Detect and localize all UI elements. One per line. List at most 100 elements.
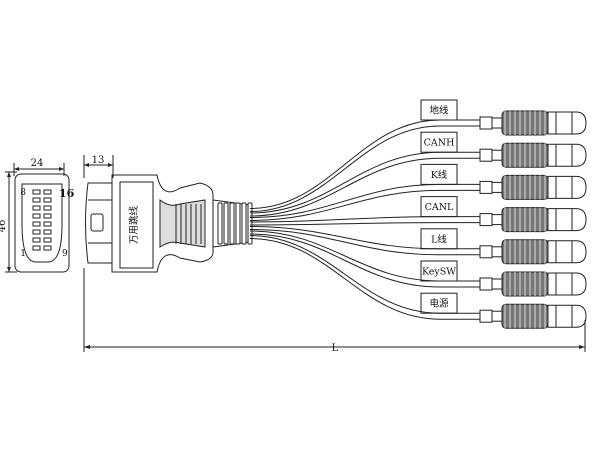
height-dim-label: 46 bbox=[0, 220, 8, 233]
body-grip bbox=[159, 198, 206, 248]
plug-collar bbox=[479, 213, 493, 227]
obd-front-view: 24 46 8 16 1 9 bbox=[0, 158, 75, 273]
plug-neck bbox=[491, 246, 503, 258]
pin-socket bbox=[43, 237, 52, 243]
lead-wire bbox=[249, 189, 480, 221]
lead-wire bbox=[249, 235, 480, 314]
plug-latch bbox=[90, 213, 104, 232]
offset-dim-arrow-left bbox=[84, 163, 89, 167]
pin-socket bbox=[32, 237, 41, 243]
strain-relief-ring bbox=[223, 202, 229, 245]
height-dim-arrow-top bbox=[7, 172, 11, 177]
plug-collar bbox=[479, 245, 493, 259]
lead-wire bbox=[249, 125, 480, 212]
offset-dim-label: 13 bbox=[92, 155, 105, 166]
offset-dimension: 13 bbox=[83, 155, 114, 178]
pin-socket bbox=[32, 189, 41, 195]
plug-tip bbox=[547, 143, 587, 167]
plug-neck bbox=[491, 117, 503, 129]
pin-socket bbox=[32, 205, 41, 211]
plug-tip bbox=[547, 304, 587, 328]
lead-5: L线 bbox=[249, 226, 587, 265]
pin-socket bbox=[32, 213, 41, 219]
pin-socket bbox=[43, 213, 52, 219]
lead-wire bbox=[249, 230, 480, 282]
strain-relief bbox=[212, 199, 253, 248]
plug-tip bbox=[547, 175, 587, 199]
plug-neck bbox=[491, 214, 503, 226]
length-dimension: L bbox=[83, 268, 586, 354]
body-text: 万用跳线 bbox=[128, 206, 140, 245]
lead-label: KeySW bbox=[422, 267, 456, 278]
lead-wire bbox=[249, 229, 480, 256]
plug-head bbox=[85, 182, 113, 264]
pin-socket bbox=[43, 197, 52, 203]
pin-socket bbox=[32, 245, 41, 251]
plug-tip bbox=[547, 240, 587, 264]
plug-neck bbox=[491, 310, 503, 322]
plug-collar bbox=[479, 116, 493, 130]
width-dim-label: 24 bbox=[31, 158, 44, 169]
plug-collar bbox=[479, 309, 493, 323]
pin-socket bbox=[43, 189, 52, 195]
plug-collar bbox=[479, 277, 493, 291]
plug-neck bbox=[491, 149, 503, 161]
length-dim-label: L bbox=[332, 343, 339, 354]
lead-wire bbox=[249, 238, 480, 320]
pin-label-9: 9 bbox=[62, 249, 68, 259]
pin-label-8: 8 bbox=[20, 188, 26, 198]
plug-collar bbox=[479, 148, 493, 162]
plug-neck bbox=[491, 181, 503, 193]
plug-tip bbox=[547, 111, 587, 135]
width-dim-arrow-right bbox=[59, 167, 64, 171]
lead-label: L线 bbox=[431, 233, 447, 245]
lead-group: 地线 CANH K线 CANL L线 KeySW 电源 bbox=[249, 99, 587, 329]
plug-collar bbox=[479, 180, 493, 194]
plug-tip bbox=[547, 208, 587, 232]
lead-1: 地线 bbox=[249, 99, 587, 212]
width-dim-arrow-left bbox=[14, 167, 19, 171]
lead-wire bbox=[249, 151, 480, 214]
height-dim-arrow-bottom bbox=[7, 267, 11, 272]
pin-socket bbox=[43, 245, 52, 251]
body-label-panel bbox=[119, 181, 154, 269]
pin-label-1: 1 bbox=[20, 249, 26, 259]
strain-relief-ring bbox=[241, 202, 247, 245]
lead-wire bbox=[249, 233, 480, 288]
lead-wire bbox=[249, 216, 480, 223]
lead-6: KeySW bbox=[249, 230, 587, 297]
strain-relief-ring bbox=[217, 202, 223, 245]
offset-dim-arrow-right bbox=[108, 163, 113, 167]
pin-label-16: 16 bbox=[59, 187, 75, 200]
lead-4: CANL bbox=[249, 196, 587, 233]
lead-wire bbox=[249, 157, 480, 217]
lead-label: CANL bbox=[425, 202, 454, 213]
plug-neck bbox=[491, 278, 503, 290]
pin-socket bbox=[32, 229, 41, 235]
obd-socket-outline bbox=[21, 183, 63, 263]
lead-wire bbox=[249, 226, 480, 250]
lead-label: K线 bbox=[431, 169, 448, 181]
lead-wire bbox=[249, 183, 480, 218]
grip-ridges bbox=[175, 204, 202, 244]
lead-wire bbox=[249, 222, 480, 226]
lead-label: 电源 bbox=[429, 298, 449, 310]
pin-socket bbox=[32, 221, 41, 227]
pin-socket bbox=[32, 197, 41, 203]
lead-7: 电源 bbox=[249, 235, 587, 329]
connector-housing bbox=[111, 174, 214, 273]
pin-socket bbox=[43, 229, 52, 235]
lead-label: 地线 bbox=[429, 105, 449, 117]
strain-relief-ring bbox=[247, 202, 253, 245]
pin-grid bbox=[32, 189, 52, 251]
obd-housing-outline bbox=[14, 173, 70, 273]
obd-connector-body: 万用跳线 bbox=[85, 174, 214, 273]
length-dim-arrow-right bbox=[579, 345, 585, 349]
lead-label: CANH bbox=[424, 138, 455, 149]
lead-2: CANH bbox=[249, 131, 587, 217]
plug-tip bbox=[547, 272, 587, 296]
strain-relief-ring bbox=[229, 202, 235, 245]
strain-relief-ring bbox=[235, 202, 241, 245]
